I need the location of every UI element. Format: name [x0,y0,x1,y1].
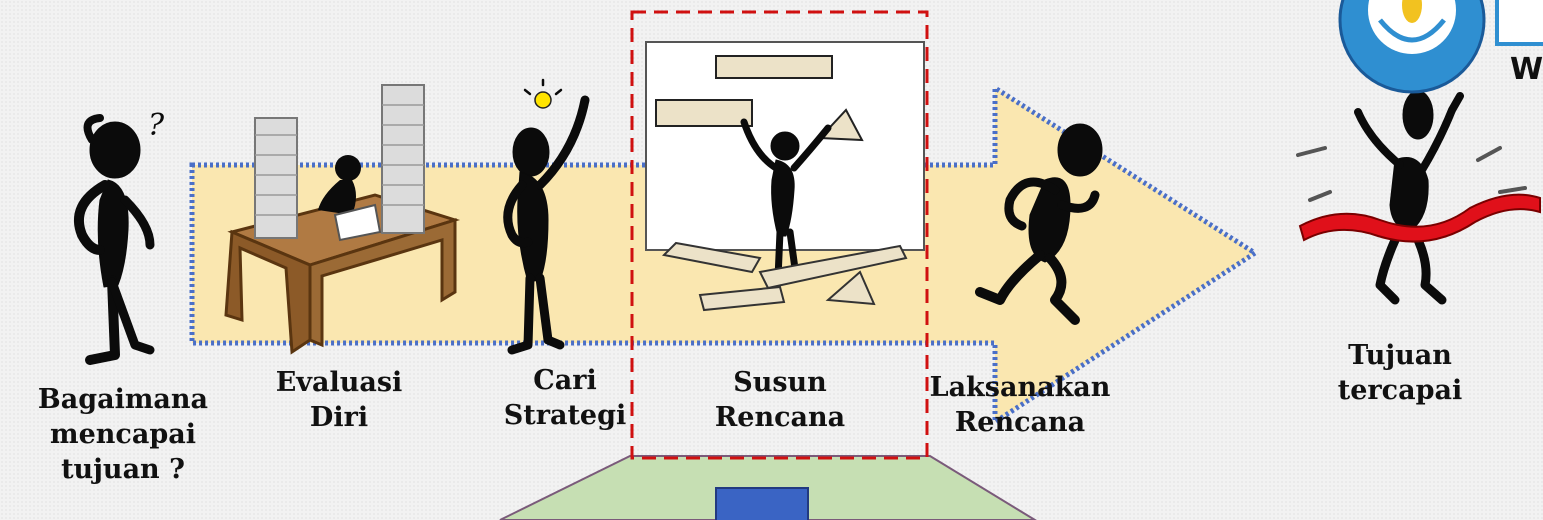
step-1-line-1: Bagaimana [37,384,209,415]
step-1-line-2: mencapai [50,419,196,450]
step-label-self-evaluation: Evaluasi Diri [248,365,430,435]
step-3-line-1: Cari [533,365,597,396]
step-label-find-strategy: Cari Strategi [490,363,640,433]
step-label-goal-achieved: Tujuan tercapai [1332,338,1468,408]
step-6-line-1: Tujuan [1348,340,1452,371]
ministry-logo-icon [1338,0,1543,94]
presenter-board-icon [645,41,925,312]
detail-box [715,487,809,520]
step-3-line-2: Strategi [503,400,627,431]
step-5-line-1: Laksanakan [929,372,1111,403]
step-label-execute-plan: Laksanakan Rencana [915,370,1125,440]
step-label-make-plan: Susun Rencana [690,365,870,435]
thinking-person-icon: ? [73,108,165,365]
step-1-line-3: tujuan ? [61,454,185,485]
step-6-line-2: tercapai [1337,375,1463,406]
highlight-box [630,10,929,460]
finish-line-person-icon [1296,90,1541,305]
step-2-line-1: Evaluasi [275,367,403,398]
idea-person-icon [503,78,590,355]
step-4-line-1: Susun [733,367,827,398]
step-5-line-2: Rencana [954,407,1086,438]
step-2-line-2: Diri [309,402,369,433]
step-4-line-2: Rencana [714,402,846,433]
detail-panel [499,455,1037,520]
desk-paper-stacks-icon [224,84,461,355]
svg-text:?: ? [148,108,165,143]
running-person-icon [975,123,1103,325]
step-label-goal-question: Bagaimana mencapai tujuan ? [14,382,232,487]
logo-letter: W [1510,52,1543,87]
